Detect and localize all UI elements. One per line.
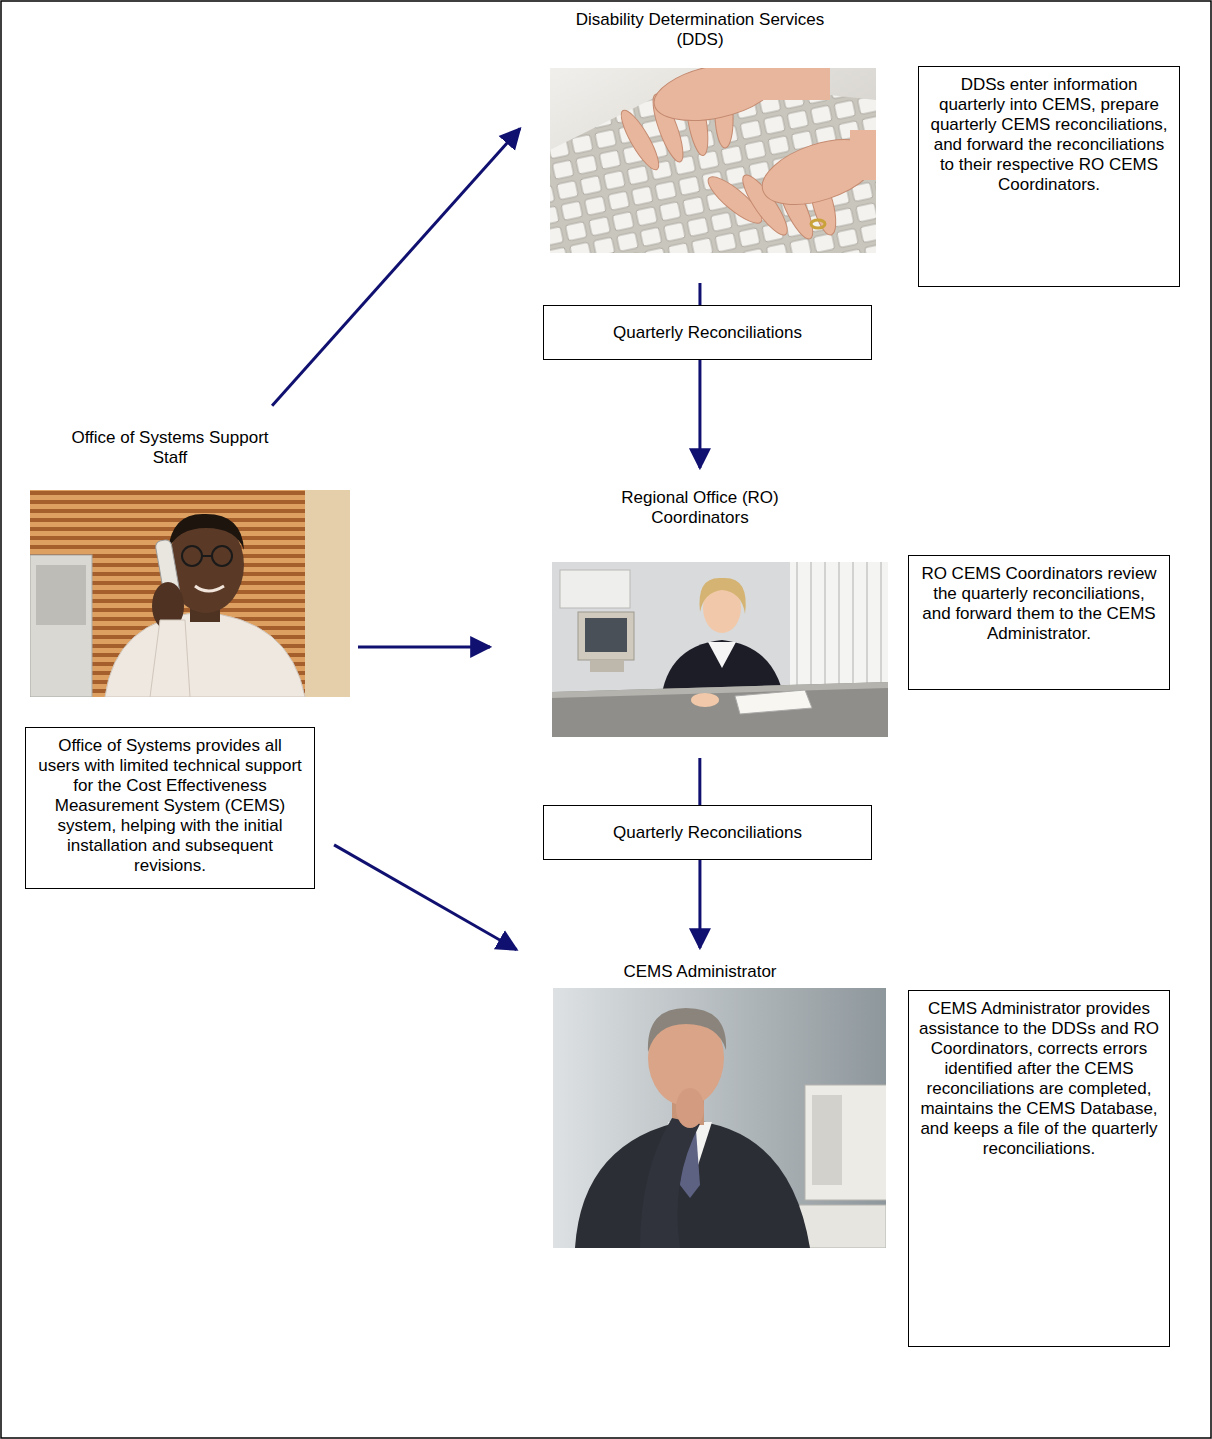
ring xyxy=(811,220,825,228)
box-text: DDSs enter information quarterly into CE… xyxy=(929,75,1169,195)
text-box: Quarterly Reconciliations xyxy=(543,305,872,360)
hands xyxy=(615,68,876,243)
wall xyxy=(305,490,350,697)
photo-heading: CEMS Administrator xyxy=(600,962,800,982)
window-blinds xyxy=(30,490,350,697)
connector-line xyxy=(698,283,701,305)
glasses xyxy=(182,546,202,566)
glasses xyxy=(212,546,232,566)
sleeve xyxy=(150,620,190,697)
flow-arrow xyxy=(272,129,520,406)
open-book xyxy=(735,690,812,714)
text-box: DDSs enter information quarterly into CE… xyxy=(918,66,1180,287)
phone-photo xyxy=(30,490,350,697)
hand xyxy=(691,693,719,707)
hair xyxy=(168,514,244,550)
box-text: RO CEMS Coordinators review the quarterl… xyxy=(919,564,1159,644)
shirt xyxy=(105,612,305,697)
text-box: CEMS Administrator provides assistance t… xyxy=(908,990,1170,1347)
hair xyxy=(648,1008,726,1052)
monitor-side xyxy=(36,565,86,625)
hand xyxy=(676,1088,704,1128)
sleeve xyxy=(640,1118,700,1248)
text-box: Quarterly Reconciliations xyxy=(543,805,872,860)
photo-background xyxy=(553,988,886,1248)
flow-arrow xyxy=(358,645,490,648)
box-text: Quarterly Reconciliations xyxy=(613,323,802,343)
connector-line xyxy=(698,758,701,805)
monitor-screen xyxy=(585,618,627,652)
photo-node: Disability Determination Services (DDS) xyxy=(550,10,876,253)
vertical-blinds xyxy=(790,562,888,692)
flow-arrow xyxy=(334,845,516,950)
box-text: Office of Systems provides all users wit… xyxy=(36,736,304,876)
photo-node: CEMS Administrator xyxy=(553,962,886,1248)
box-text: CEMS Administrator provides assistance t… xyxy=(919,999,1159,1159)
monitor-base xyxy=(590,660,624,672)
office-photo xyxy=(552,562,888,737)
photo-heading: Regional Office (RO) Coordinators xyxy=(600,488,800,528)
photo-heading: Disability Determination Services (DDS) xyxy=(550,10,850,50)
text-box: Office of Systems provides all users wit… xyxy=(25,727,315,889)
flow-arrow xyxy=(698,860,701,948)
photo-node: Regional Office (RO) Coordinators xyxy=(552,488,888,737)
desk-edge xyxy=(552,682,888,698)
monitor-side xyxy=(812,1095,842,1185)
smile xyxy=(195,586,224,591)
glasses-bridge xyxy=(202,555,212,557)
photo-background xyxy=(552,562,888,737)
text-box: RO CEMS Coordinators review the quarterl… xyxy=(908,555,1170,690)
wrist xyxy=(760,68,830,100)
photo-node: Office of Systems Support Staff xyxy=(30,428,350,697)
wall-frame xyxy=(560,570,630,608)
monitor xyxy=(578,612,634,660)
wrist xyxy=(850,130,876,180)
monitor xyxy=(805,1085,886,1200)
hair xyxy=(699,578,745,614)
desk xyxy=(552,682,888,737)
flow-arrow xyxy=(698,360,701,468)
monitor xyxy=(30,555,92,697)
collar xyxy=(708,642,736,668)
keyboard-photo xyxy=(550,68,876,253)
computer-photo xyxy=(553,988,886,1248)
photo-heading: Office of Systems Support Staff xyxy=(60,428,280,468)
box-text: Quarterly Reconciliations xyxy=(613,823,802,843)
